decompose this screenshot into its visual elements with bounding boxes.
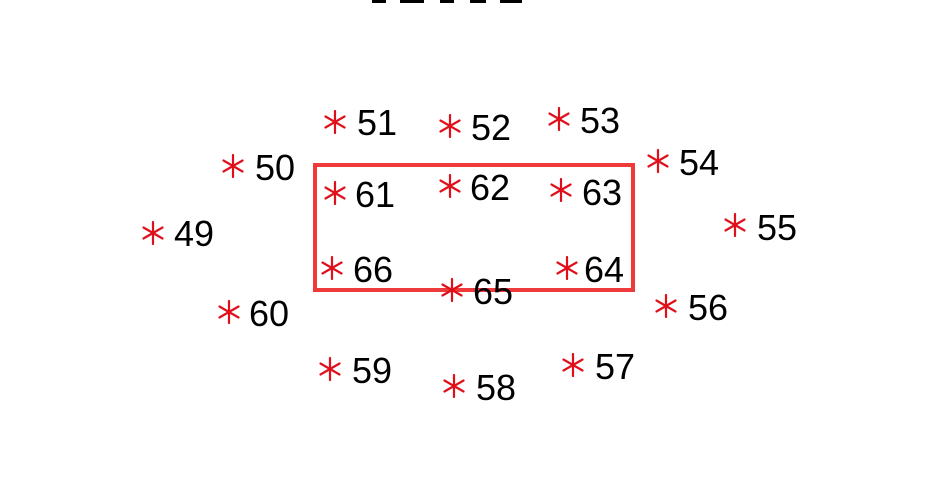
landmark-point: 51: [324, 102, 397, 143]
asterisk-marker-icon: [142, 220, 164, 246]
landmark-label: 49: [174, 213, 214, 254]
asterisk-marker-icon: [222, 153, 244, 179]
landmark-label: 51: [357, 102, 397, 143]
asterisk-marker-icon: [439, 113, 461, 139]
asterisk-marker-icon: [324, 109, 346, 135]
asterisk-marker-icon: [324, 180, 346, 206]
landmark-label: 50: [255, 147, 295, 188]
landmark-point: 50: [222, 147, 295, 188]
asterisk-marker-icon: [319, 356, 341, 382]
landmark-point: 57: [562, 346, 635, 387]
asterisk-marker-icon: [724, 212, 746, 238]
landmark-label: 55: [757, 207, 797, 248]
landmark-label: 57: [595, 346, 635, 387]
asterisk-marker-icon: [443, 373, 465, 399]
landmark-label: 62: [470, 167, 510, 208]
asterisk-marker-icon: [647, 148, 669, 174]
asterisk-marker-icon: [548, 106, 570, 132]
landmark-point: 66: [321, 249, 393, 290]
landmark-point: 54: [647, 142, 719, 183]
landmark-point: 49: [142, 213, 214, 254]
landmark-point: 62: [439, 167, 510, 208]
landmark-label: 66: [353, 249, 393, 290]
asterisk-marker-icon: [562, 352, 584, 378]
landmark-label: 56: [688, 287, 728, 328]
asterisk-marker-icon: [556, 255, 578, 281]
highlight-box: [313, 163, 635, 292]
landmark-label: 54: [679, 142, 719, 183]
landmark-label: 63: [582, 172, 622, 213]
landmark-point: 58: [443, 367, 516, 408]
asterisk-marker-icon: [550, 177, 572, 203]
landmark-point: 52: [439, 107, 511, 148]
landmark-point: 55: [724, 207, 797, 248]
asterisk-marker-icon: [321, 255, 343, 281]
points-layer: 49 50 51 52 53 54 55 56 57 58 59 60 61 62 63 64 65 66: [142, 100, 797, 408]
landmark-label: 61: [355, 174, 395, 215]
landmark-label: 64: [584, 249, 624, 290]
landmark-label: 53: [580, 100, 620, 141]
landmark-point: 65: [441, 271, 513, 312]
landmark-point: 53: [548, 100, 620, 141]
asterisk-marker-icon: [655, 293, 677, 319]
asterisk-marker-icon: [218, 299, 240, 325]
landmark-label: 60: [249, 293, 289, 334]
asterisk-marker-icon: [439, 173, 461, 199]
landmark-point: 64: [556, 249, 624, 290]
landmark-label: 52: [471, 107, 511, 148]
cropped-top-fragment: [372, 0, 522, 3]
landmark-point: 63: [550, 172, 622, 213]
landmark-point: 56: [655, 287, 728, 328]
landmark-point: 60: [218, 293, 289, 334]
asterisk-marker-icon: [441, 277, 463, 303]
landmark-point: 61: [324, 174, 395, 215]
landmark-point: 59: [319, 350, 392, 391]
landmark-label: 65: [473, 271, 513, 312]
landmark-label: 58: [476, 367, 516, 408]
landmark-label: 59: [352, 350, 392, 391]
